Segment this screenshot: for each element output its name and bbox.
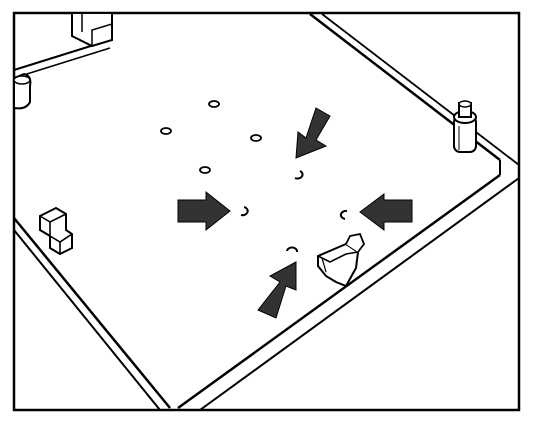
corner-bracket — [71, 14, 113, 48]
mount-hole-icon — [294, 170, 304, 180]
tray-edge-front-left-lower — [13, 229, 161, 411]
tray-edge-back-right-outer — [321, 13, 520, 166]
mount-hole-icon — [339, 209, 348, 220]
mount-hole-icon — [199, 166, 211, 174]
mount-hole-icon — [286, 246, 298, 253]
arrow-icon — [359, 193, 413, 231]
clip-front — [317, 232, 366, 288]
arrow-icon — [177, 190, 231, 232]
mount-holes — [160, 100, 262, 174]
tray-back-wall-inner — [13, 47, 111, 79]
tray-plate — [13, 13, 520, 411]
tray-edge-front-right-lower — [199, 177, 520, 411]
tray-edge-front-right — [177, 173, 501, 410]
mount-hole-icon — [208, 100, 220, 108]
highlighted-holes — [240, 170, 348, 253]
left-post — [13, 72, 32, 110]
mount-hole-icon — [250, 134, 262, 142]
illustration-frame — [12, 11, 521, 412]
tray-edge-front-left — [13, 217, 171, 409]
standoff-right — [453, 100, 477, 153]
mount-hole-icon — [160, 127, 172, 135]
arrow-icon — [257, 261, 297, 319]
arrow-icon — [295, 107, 331, 159]
arrows — [177, 107, 413, 319]
clip-left — [39, 206, 73, 256]
mount-hole-icon — [240, 206, 249, 217]
